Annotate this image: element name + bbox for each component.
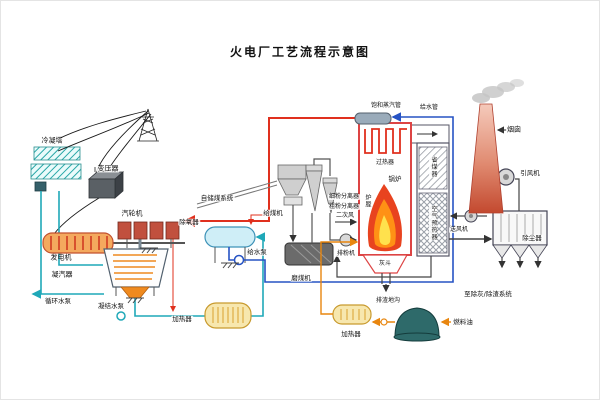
smoke bbox=[472, 79, 524, 103]
superheater-coil bbox=[364, 128, 407, 154]
chimney-shape bbox=[468, 103, 504, 214]
turbogenerator bbox=[42, 221, 185, 299]
draft-system bbox=[449, 79, 548, 269]
air-preheater-shape bbox=[418, 192, 448, 254]
fuel-pump-shape bbox=[380, 318, 388, 326]
boiler-shapes bbox=[333, 112, 450, 293]
fuel-tank-shape bbox=[394, 307, 440, 338]
flame bbox=[367, 184, 402, 252]
economizer-shape bbox=[418, 146, 448, 190]
powder-fan-shape bbox=[339, 233, 353, 247]
turbine-shape bbox=[117, 221, 180, 240]
steam-drum bbox=[354, 112, 392, 125]
deaerator-shape bbox=[204, 226, 256, 248]
feed-pump-shape bbox=[233, 254, 245, 266]
feedwater-pipes bbox=[228, 112, 454, 283]
condensate-pump-shape bbox=[116, 311, 126, 321]
power-lines bbox=[53, 110, 152, 235]
transformer-shape bbox=[87, 167, 125, 199]
fuel-oil-system bbox=[320, 237, 451, 342]
regeneration-system bbox=[204, 226, 256, 329]
coal-feeder-shape bbox=[283, 196, 303, 206]
ash-hopper-shape bbox=[361, 254, 409, 274]
cyclone-separators bbox=[305, 164, 338, 214]
cooling-tower-shape bbox=[30, 146, 82, 192]
precipitator-shape bbox=[492, 210, 548, 259]
diagram-title: 火电厂工艺流程示意图 bbox=[229, 45, 370, 59]
coal-system-shapes bbox=[196, 158, 358, 266]
condenser-shape bbox=[103, 248, 169, 299]
